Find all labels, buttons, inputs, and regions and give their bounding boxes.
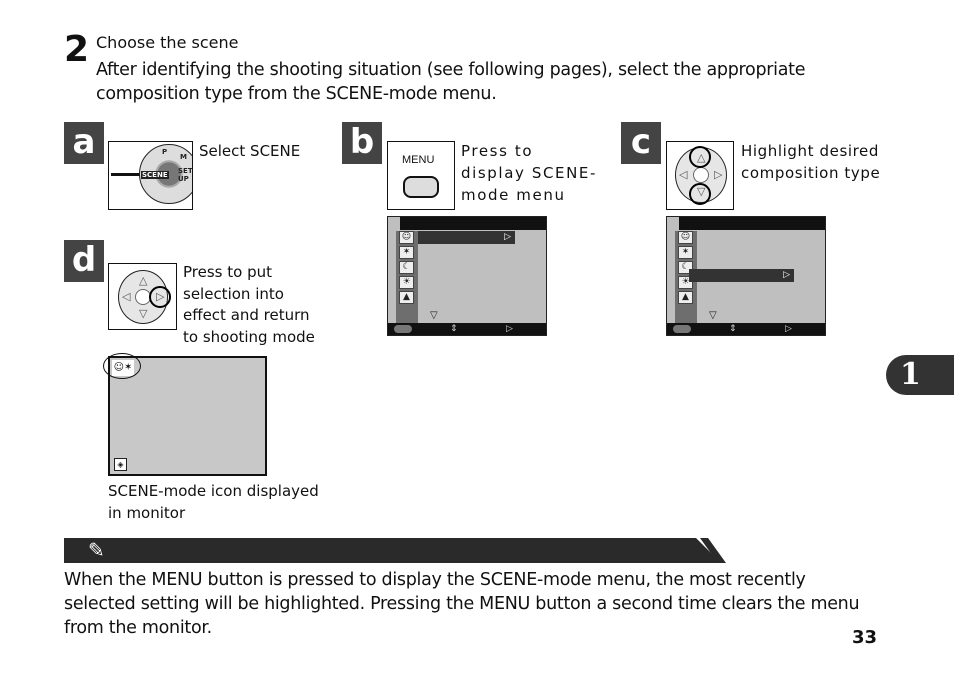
highlighted-menu-row: ▷ xyxy=(418,231,515,244)
up-down-icon: ⇕ xyxy=(729,324,737,334)
note-text: When the MENU button is pressed to displ… xyxy=(64,570,860,638)
menu-button-label: MENU xyxy=(402,154,435,166)
beach-snow-icon: ☀ xyxy=(399,276,414,289)
page-number: 33 xyxy=(852,627,878,648)
pencil-icon: ✎ xyxy=(88,538,105,562)
panel-letter-d: d xyxy=(64,240,104,282)
menu-pill-icon xyxy=(673,325,691,333)
panel-d-caption: Press to put selection into effect and r… xyxy=(183,263,315,346)
scene-menu-screen-c: ☺ ✶ ☾ ☀ ▲ ▷ ▽ ⇕ ▷ xyxy=(666,216,826,336)
scroll-down-icon: ▽ xyxy=(430,310,438,321)
down-highlight-ring xyxy=(689,183,711,205)
dial-label-scene: SCENE xyxy=(141,171,169,179)
portrait-scene-icon: ☺ xyxy=(678,231,693,244)
monitor-display: ☺✶ ◈ xyxy=(103,353,267,476)
dial-label: P xyxy=(162,148,168,156)
dial-indicator-line xyxy=(111,173,141,176)
dial-label: M xyxy=(180,153,187,161)
dial-label: SET UP xyxy=(178,167,193,183)
scene-icon-column: ☺ ✶ ☾ ☀ ▲ xyxy=(396,231,418,323)
right-arrow-icon: ▷ xyxy=(504,232,511,242)
note-bar xyxy=(64,538,684,563)
party-scene-icon: ✶ xyxy=(399,246,414,259)
lcd-guide-bar: ⇕ ▷ xyxy=(667,323,825,335)
menu-button-icon xyxy=(403,176,439,198)
lcd-title-bar xyxy=(667,217,825,230)
panel-b-caption: Press to display SCENE-mode menu xyxy=(461,142,598,204)
right-arrow-icon: ▷ xyxy=(506,324,513,334)
step-title: Choose the scene xyxy=(96,33,239,52)
step-number: 2 xyxy=(64,29,90,70)
note-bar-tail xyxy=(684,538,726,563)
menu-pill-icon xyxy=(394,325,412,333)
panel-letter-a: a xyxy=(64,122,104,164)
scroll-down-icon: ▽ xyxy=(709,310,717,321)
highlighted-menu-row: ▷ xyxy=(689,269,794,282)
step-body: After identifying the shooting situation… xyxy=(96,60,806,104)
mode-dial-illustration: P SCENE SET UP M xyxy=(108,141,193,210)
right-highlight-ring xyxy=(149,286,171,308)
lcd-guide-bar: ⇕ ▷ xyxy=(388,323,546,335)
panel-c-caption: Highlight desired composition type xyxy=(741,142,881,182)
up-down-icon: ⇕ xyxy=(450,324,458,334)
monitor-caption: SCENE-mode icon displayed in monitor xyxy=(108,482,319,522)
party-scene-icon: ✶ xyxy=(678,246,693,259)
focus-area-icon: ◈ xyxy=(114,458,127,471)
panel-letter-c: c xyxy=(621,122,661,164)
chapter-tab: 1 xyxy=(886,355,954,395)
landscape-scene-icon: ▲ xyxy=(399,291,414,304)
multi-selector-illustration-d: △ ▽ ◁ ▷ xyxy=(108,263,177,330)
scene-icon-column: ☺ ✶ ☾ ☀ ▲ xyxy=(675,231,697,323)
right-arrow-icon: ▷ xyxy=(785,324,792,334)
scene-menu-screen-b: ☺ ✶ ☾ ☀ ▲ ▷ ▽ ⇕ ▷ xyxy=(387,216,547,336)
panel-a-caption: Select SCENE xyxy=(199,142,301,160)
up-highlight-ring xyxy=(689,146,711,168)
lcd-title-bar xyxy=(388,217,546,230)
night-portrait-icon: ☾ xyxy=(399,261,414,274)
scene-icon-highlight-ring xyxy=(103,353,141,379)
multi-selector-illustration-c: △ ▽ ◁ ▷ xyxy=(666,141,734,210)
landscape-scene-icon: ▲ xyxy=(678,291,693,304)
panel-letter-b: b xyxy=(342,122,382,164)
right-arrow-icon: ▷ xyxy=(783,270,790,280)
mode-dial-icon: P SCENE SET UP M xyxy=(139,144,193,204)
portrait-scene-icon: ☺ xyxy=(399,231,414,244)
menu-button-illustration: MENU xyxy=(387,141,455,210)
